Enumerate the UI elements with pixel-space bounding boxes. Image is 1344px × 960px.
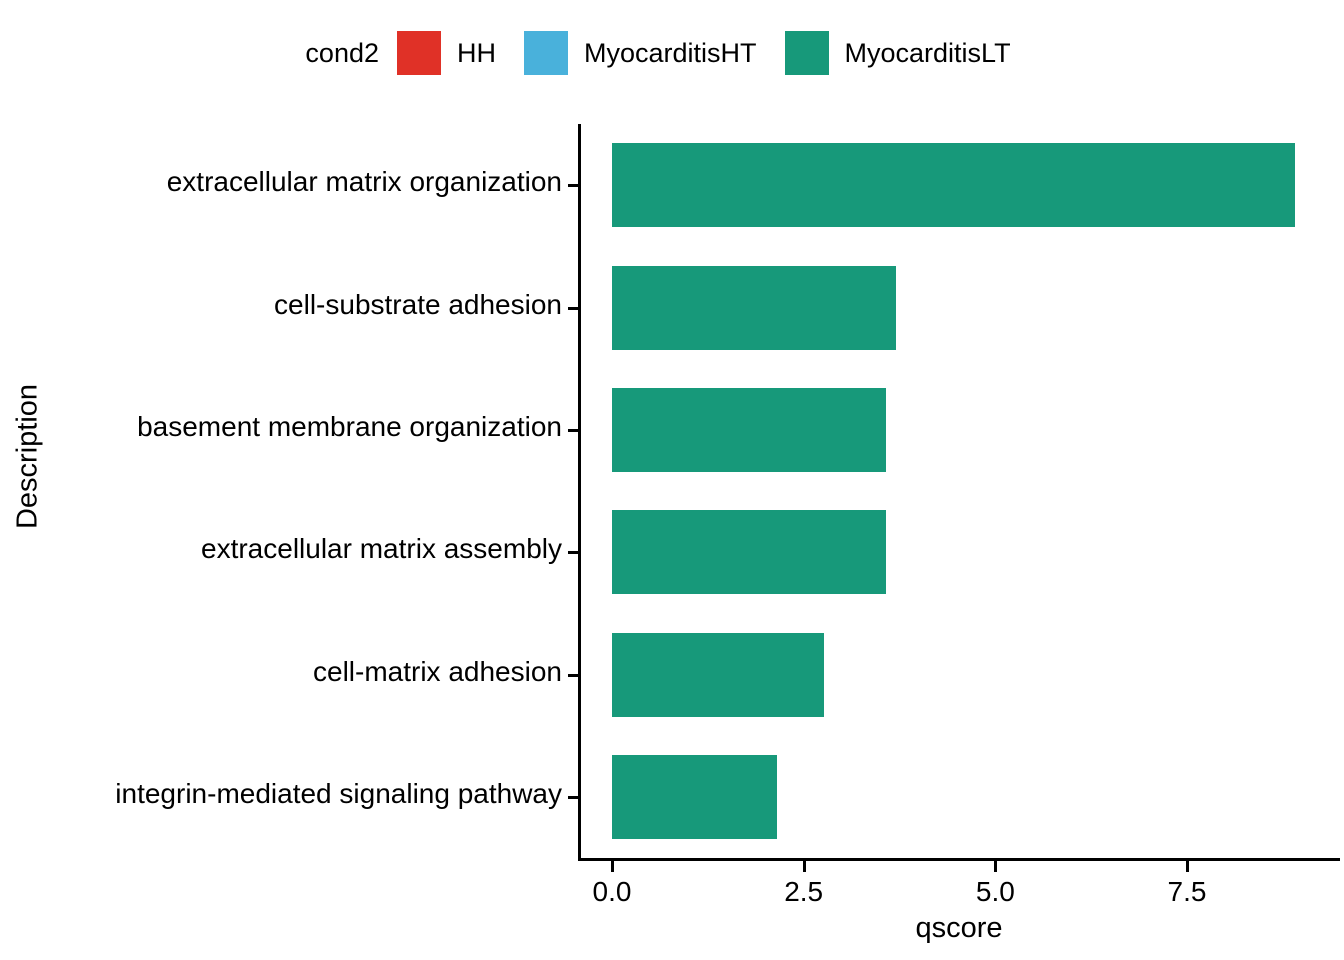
bars-panel	[578, 124, 1340, 858]
x-axis-line	[578, 858, 1340, 861]
legend-swatch-myocarditisht	[524, 31, 568, 75]
legend-entry-myocarditislt[interactable]: MyocarditisLT	[784, 31, 1039, 75]
y-tick-label: basement membrane organization	[137, 410, 562, 442]
x-tick-label: 0.0	[592, 876, 632, 907]
x-tick-label: 2.5	[784, 876, 824, 907]
bar	[612, 510, 886, 595]
y-axis-line	[578, 124, 581, 861]
x-tick	[1186, 861, 1190, 872]
legend-entry-myocarditisht[interactable]: MyocarditisHT	[524, 31, 785, 75]
legend-label-myocarditisht: MyocarditisHT	[584, 37, 757, 68]
legend-label-myocarditislt: MyocarditisLT	[844, 37, 1011, 68]
legend-swatch-hh	[397, 31, 441, 75]
y-tick-label: extracellular matrix assembly	[201, 533, 562, 565]
x-tick	[994, 861, 998, 872]
x-axis-title: qscore	[915, 912, 1003, 944]
bar	[612, 387, 886, 472]
y-tick-label: cell-matrix adhesion	[313, 655, 562, 687]
bar	[612, 143, 1296, 228]
bar	[612, 754, 777, 839]
legend-entry-hh[interactable]: HH	[397, 31, 524, 75]
bar	[612, 632, 825, 717]
y-tick-label: extracellular matrix organization	[166, 166, 562, 198]
bar	[612, 265, 896, 350]
legend-swatch-myocarditislt	[784, 31, 829, 75]
x-tick-label: 7.5	[1167, 876, 1207, 907]
legend-label-hh: HH	[457, 37, 496, 68]
y-tick-label: integrin-mediated signaling pathway	[115, 777, 562, 809]
x-tick	[802, 861, 806, 872]
y-tick	[568, 306, 579, 310]
x-tick	[611, 861, 614, 872]
y-tick	[568, 551, 579, 555]
y-tick-label: cell-substrate adhesion	[274, 288, 562, 320]
y-tick	[568, 184, 579, 188]
legend: cond2 HH MyocarditisHT MyocarditisLT	[0, 22, 1344, 84]
y-tick	[568, 673, 579, 677]
y-tick	[568, 795, 579, 799]
x-tick-label: 5.0	[975, 876, 1015, 907]
y-tick	[568, 428, 579, 432]
legend-title: cond2	[305, 37, 379, 68]
